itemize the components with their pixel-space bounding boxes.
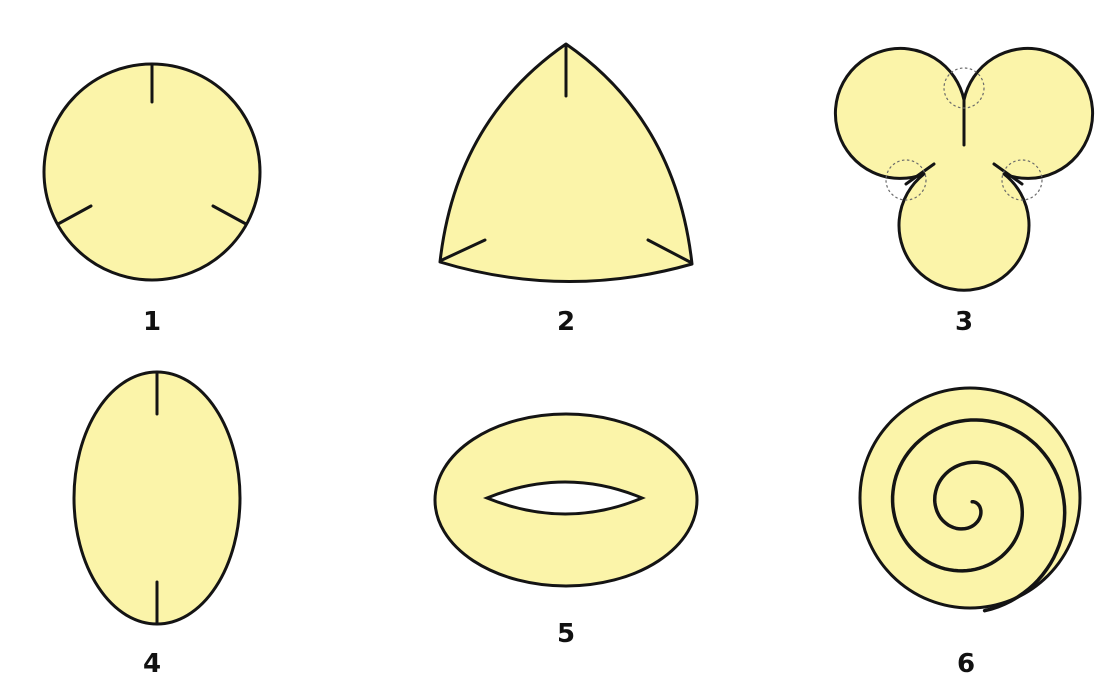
figure-1: 1 (44, 64, 260, 337)
figure-2: 2 (440, 44, 692, 337)
figure-5: 5 (435, 414, 697, 649)
figure-3-trefoil (835, 48, 1092, 290)
figure-6: 6 (860, 388, 1080, 679)
figure-3-label: 3 (955, 307, 973, 337)
figure-3: 3 (835, 48, 1092, 337)
figure-5-label: 5 (557, 619, 575, 649)
figure-4-label: 4 (143, 649, 161, 679)
figure-1-label: 1 (143, 307, 161, 337)
figure-2-label: 2 (557, 307, 575, 337)
figure-6-label: 6 (957, 649, 975, 679)
figure-4: 4 (74, 372, 240, 679)
